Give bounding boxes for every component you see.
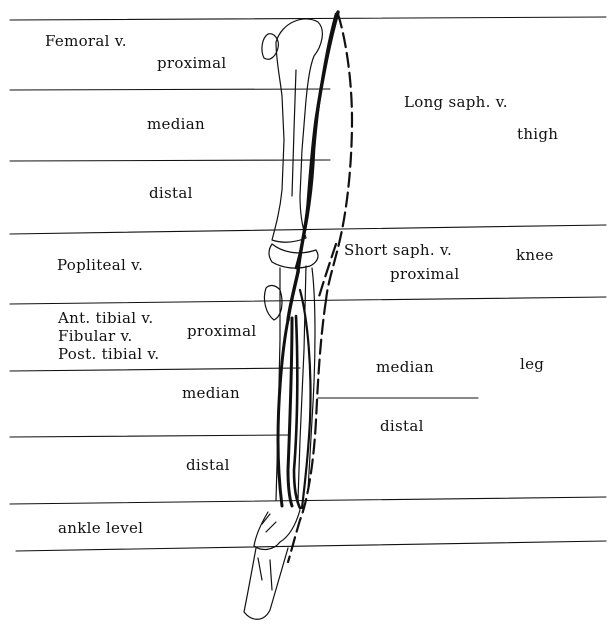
level-line-ankle-top bbox=[10, 497, 606, 504]
label-leg-median-right: median bbox=[376, 358, 434, 376]
label-post-tibial-vein: Post. tibial v. bbox=[58, 345, 159, 363]
level-line-leg-median bbox=[10, 435, 290, 437]
label-long-saphenous-vein: Long saph. v. bbox=[404, 93, 508, 111]
label-knee: knee bbox=[516, 246, 554, 264]
fibular-vein bbox=[288, 318, 292, 506]
level-lines bbox=[10, 17, 606, 551]
foot-outline bbox=[244, 548, 288, 619]
label-leg-proximal-left: proximal bbox=[187, 322, 256, 340]
label-thigh-distal: distal bbox=[149, 184, 193, 202]
bones bbox=[244, 19, 322, 619]
tibial-plateau bbox=[269, 244, 318, 268]
label-leg-median-left: median bbox=[182, 384, 240, 402]
fibula-outline bbox=[308, 268, 315, 490]
label-leg-distal-left: distal bbox=[186, 456, 230, 474]
label-thigh-median: median bbox=[147, 115, 205, 133]
label-ankle-level: ankle level bbox=[58, 519, 143, 537]
level-line-knee-top bbox=[10, 225, 606, 234]
label-leg-proximal-right: proximal bbox=[390, 265, 459, 283]
label-popliteal-vein: Popliteal v. bbox=[57, 256, 143, 274]
level-line-knee-bottom bbox=[10, 297, 606, 304]
label-leg-distal-right: distal bbox=[380, 417, 424, 435]
label-short-saphenous-vein: Short saph. v. bbox=[344, 241, 452, 259]
level-line-ankle-bottom bbox=[16, 541, 606, 551]
level-line-thigh-proximal bbox=[10, 89, 330, 90]
patella bbox=[264, 286, 282, 320]
level-line-leg-proximal bbox=[10, 368, 300, 371]
label-fibular-vein: Fibular v. bbox=[58, 327, 133, 345]
label-thigh: thigh bbox=[517, 125, 558, 143]
label-femoral-vein: Femoral v. bbox=[45, 32, 127, 50]
label-thigh-proximal: proximal bbox=[157, 54, 226, 72]
label-leg: leg bbox=[520, 355, 544, 373]
label-ant-tibial-vein: Ant. tibial v. bbox=[58, 309, 153, 327]
level-line-thigh-median bbox=[10, 160, 330, 161]
popliteal-vein bbox=[288, 272, 298, 320]
